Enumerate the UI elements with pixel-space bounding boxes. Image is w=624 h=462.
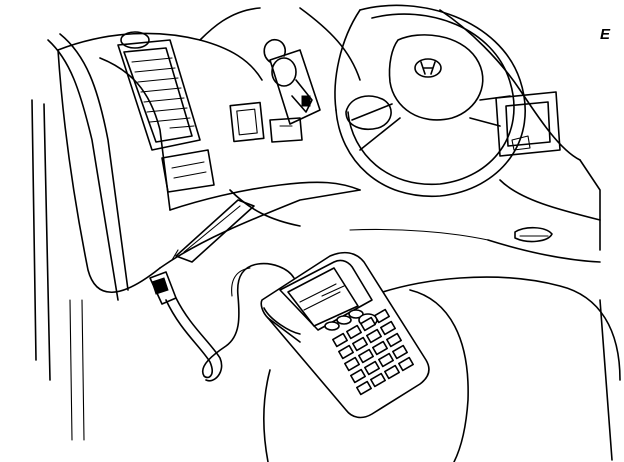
dashboard — [57, 7, 601, 293]
air-vent — [117, 31, 215, 193]
switch-panel — [229, 91, 561, 157]
steering-wheel — [334, 4, 526, 197]
ignition-key — [263, 38, 311, 107]
fuse-box-cover — [171, 199, 255, 263]
diagnostic-connector — [149, 271, 177, 305]
hyundai-logo-icon — [414, 58, 442, 78]
a-pillar — [31, 33, 129, 441]
steering-column — [269, 49, 321, 143]
lcd-screen-icon — [287, 267, 359, 327]
scan-tool-cable — [165, 262, 295, 382]
driver-seat — [262, 276, 621, 462]
keypad — [324, 308, 414, 396]
scan-tool — [260, 251, 430, 419]
corner-mark: E — [599, 26, 610, 43]
